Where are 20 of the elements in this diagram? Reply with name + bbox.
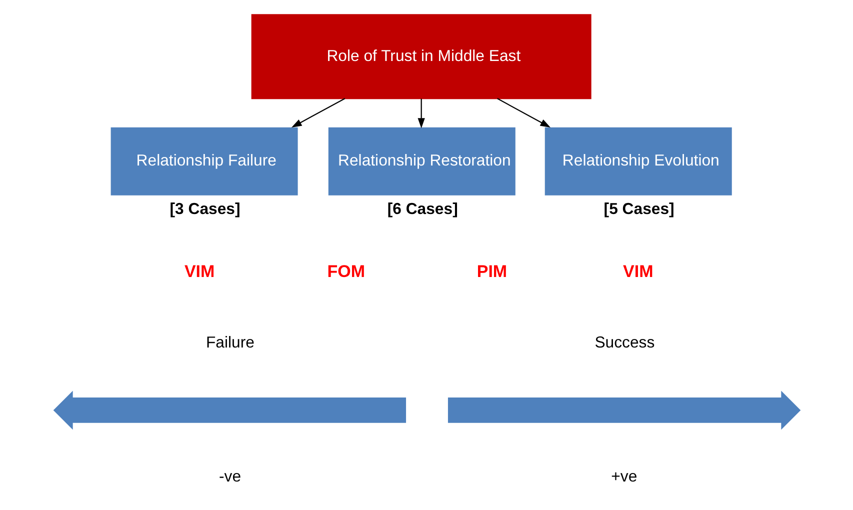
node-label: Failure [206, 334, 254, 352]
node-label: [5 Cases] [603, 200, 674, 218]
label: VIM [622, 262, 653, 281]
node-label: +ve [610, 468, 637, 485]
node-label: Success [594, 334, 654, 352]
node-arrow [447, 390, 800, 430]
node-label: [3 Cases] [169, 200, 240, 218]
arrow [291, 98, 345, 127]
node-box: Relationship Failure [110, 126, 298, 195]
label: FOM [326, 262, 365, 281]
node-arrow [52, 390, 406, 430]
node-box: Role of Trust in Middle East [250, 14, 591, 99]
label: PIM [476, 262, 507, 281]
node-label: -ve [218, 468, 241, 485]
node-box: Relationship Evolution [544, 126, 732, 195]
label: VIM [184, 262, 214, 281]
node-label: [6 Cases] [386, 200, 458, 218]
node-box: Relationship Restoration [328, 126, 515, 195]
arrow [417, 98, 424, 128]
arrow [496, 98, 550, 127]
